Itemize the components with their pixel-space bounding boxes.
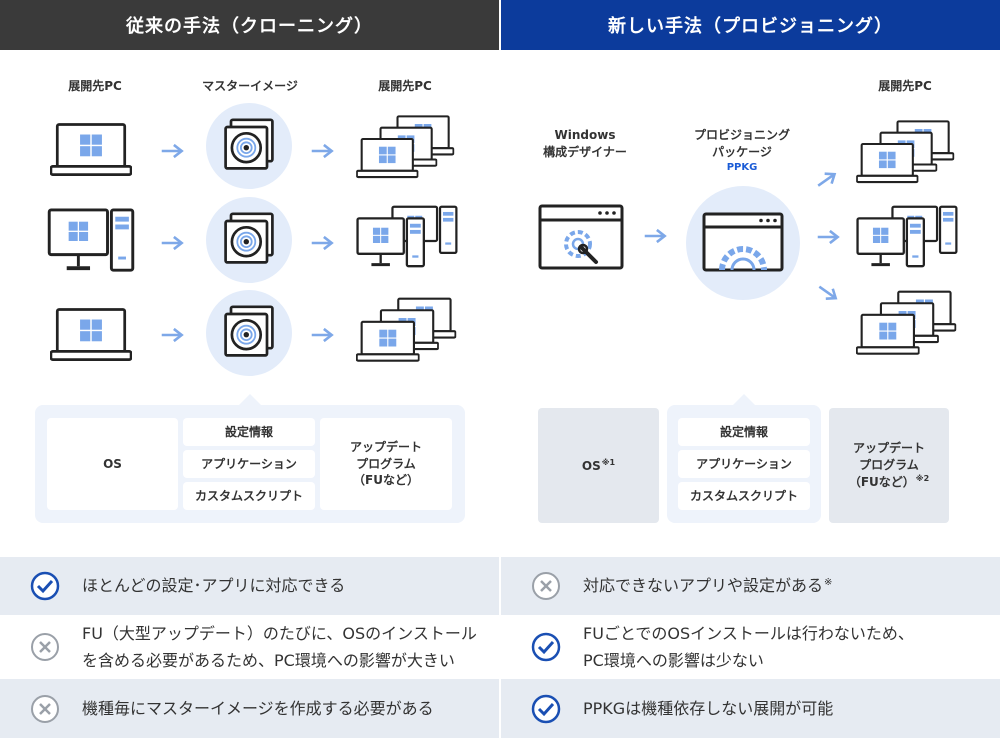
left-point-line: を含める必要があるため、PC環境への影響が大きい xyxy=(82,651,455,670)
left-point-row: ほとんどの設定･アプリに対応できる xyxy=(0,557,499,615)
left-col-label-deploy: 展開先PC xyxy=(378,79,432,93)
updates-label: プログラム xyxy=(356,456,416,471)
os-text: OS xyxy=(581,458,601,473)
updates-box: アップデート プログラム （FUなど） xyxy=(320,418,452,510)
ppkg-label: PPKG xyxy=(726,161,758,173)
arrow-icon xyxy=(160,143,184,159)
package-label: プロビジョニング パッケージ PPKG xyxy=(672,127,812,175)
settings-box: 設定情報 xyxy=(678,418,810,446)
arrow-icon xyxy=(160,327,184,343)
right-point-row: FUごとでのOSインストールは行わないため、 PC環境への影響は少ない xyxy=(501,615,1000,679)
right-header: 新しい手法（プロビジョニング） xyxy=(501,0,1000,50)
check-icon xyxy=(30,571,60,601)
os-footnote: ※1 xyxy=(601,457,616,467)
desktop-stack-icon xyxy=(856,205,962,273)
os-box: OS※1 xyxy=(538,408,659,523)
designer-label: Windows 構成デザイナー xyxy=(530,127,640,161)
arrow-icon xyxy=(310,327,334,343)
left-point-row: 機種毎にマスターイメージを作成する必要がある xyxy=(0,679,499,738)
apps-box: アプリケーション xyxy=(183,450,315,478)
right-point-text: PPKGは機種依存しない展開が可能 xyxy=(583,698,834,718)
apps-label: アプリケーション xyxy=(201,456,297,471)
panel-pointer xyxy=(732,394,756,406)
scripts-box: カスタムスクリプト xyxy=(678,482,810,510)
settings-box: 設定情報 xyxy=(183,418,315,446)
arrow-icon xyxy=(160,235,184,251)
left-point-text: FU（大型アップデート）のたびに、OSのインストール を含める必要があるため、P… xyxy=(82,620,477,674)
updates-label: アップデート xyxy=(852,440,925,455)
right-point-row: PPKGは機種依存しない展開が可能 xyxy=(501,679,1000,738)
left-title: 従来の手法（クローニング） xyxy=(126,16,373,37)
left-point-line: FU（大型アップデート）のたびに、OSのインストール xyxy=(82,623,477,643)
laptop-icon xyxy=(50,305,132,365)
check-icon xyxy=(531,694,561,723)
settings-label: 設定情報 xyxy=(719,424,768,439)
left-col-label-master: マスターイメージ xyxy=(202,79,298,93)
arrow-icon xyxy=(310,235,334,251)
right-point-text: 対応できないアプリや設定がある※ xyxy=(583,572,832,599)
desktop-icon xyxy=(47,208,135,276)
arrow-down-icon xyxy=(815,282,841,305)
disc-icon xyxy=(224,305,274,357)
updates-label: （FUなど）※2 xyxy=(849,473,929,491)
package-window-icon xyxy=(702,212,784,272)
right-point-line: FUごとでのOSインストールは行わないため、 xyxy=(583,623,914,643)
updates-text: （FUなど） xyxy=(848,475,915,490)
left-point-row: FU（大型アップデート）のたびに、OSのインストール を含める必要があるため、P… xyxy=(0,615,499,679)
arrow-up-icon xyxy=(815,168,840,192)
updates-label: プログラム xyxy=(859,457,919,472)
laptop-stack-icon xyxy=(356,295,462,367)
left-point-text: ほとんどの設定･アプリに対応できる xyxy=(82,576,346,596)
disc-icon xyxy=(224,212,274,264)
designer-window-icon xyxy=(538,204,624,270)
desktop-stack-icon xyxy=(356,205,462,273)
arrow-icon xyxy=(643,228,667,244)
scripts-label: カスタムスクリプト xyxy=(194,488,303,503)
laptop-stack-icon xyxy=(856,288,962,360)
updates-box: アップデート プログラム （FUなど）※2 xyxy=(829,408,949,523)
os-label: OS xyxy=(103,456,122,471)
updates-label: （FUなど） xyxy=(353,473,419,488)
package-label-line: プロビジョニング xyxy=(693,128,790,142)
cross-icon xyxy=(30,694,60,723)
right-point-text: FUごとでのOSインストールは行わないため、 PC環境への影響は少ない xyxy=(583,620,914,674)
panel-pointer xyxy=(238,394,262,406)
laptop-icon xyxy=(50,120,132,180)
right-point-row: 対応できないアプリや設定がある※ xyxy=(501,557,1000,615)
left-col-label-target: 展開先PC xyxy=(68,79,122,93)
right-point-line: PC環境への影響は少ない xyxy=(583,651,764,670)
disc-icon xyxy=(224,118,274,170)
right-col-label-deploy: 展開先PC xyxy=(878,79,932,93)
updates-label: アップデート xyxy=(349,439,422,454)
cross-icon xyxy=(531,571,561,601)
arrow-icon xyxy=(310,143,334,159)
settings-label: 設定情報 xyxy=(224,424,273,439)
laptop-stack-icon xyxy=(856,120,960,186)
designer-label-line: 構成デザイナー xyxy=(543,144,627,159)
scripts-box: カスタムスクリプト xyxy=(183,482,315,510)
laptop-stack-icon xyxy=(356,115,460,181)
apps-label: アプリケーション xyxy=(696,456,792,471)
left-point-text: 機種毎にマスターイメージを作成する必要がある xyxy=(82,698,434,718)
arrow-icon xyxy=(816,229,840,245)
cross-icon xyxy=(30,632,60,662)
os-box: OS xyxy=(47,418,178,510)
package-label-line: パッケージ xyxy=(712,144,772,159)
left-header: 従来の手法（クローニング） xyxy=(0,0,499,50)
designer-label-line: Windows xyxy=(554,128,616,142)
scripts-label: カスタムスクリプト xyxy=(689,488,798,503)
apps-box: アプリケーション xyxy=(678,450,810,478)
right-title: 新しい手法（プロビジョニング） xyxy=(608,16,893,37)
right-point-footnote: ※ xyxy=(824,577,833,589)
right-point-line: 対応できないアプリや設定がある xyxy=(583,576,824,596)
os-label: OS※1 xyxy=(582,457,615,475)
check-icon xyxy=(531,632,561,662)
updates-footnote: ※2 xyxy=(915,474,930,484)
